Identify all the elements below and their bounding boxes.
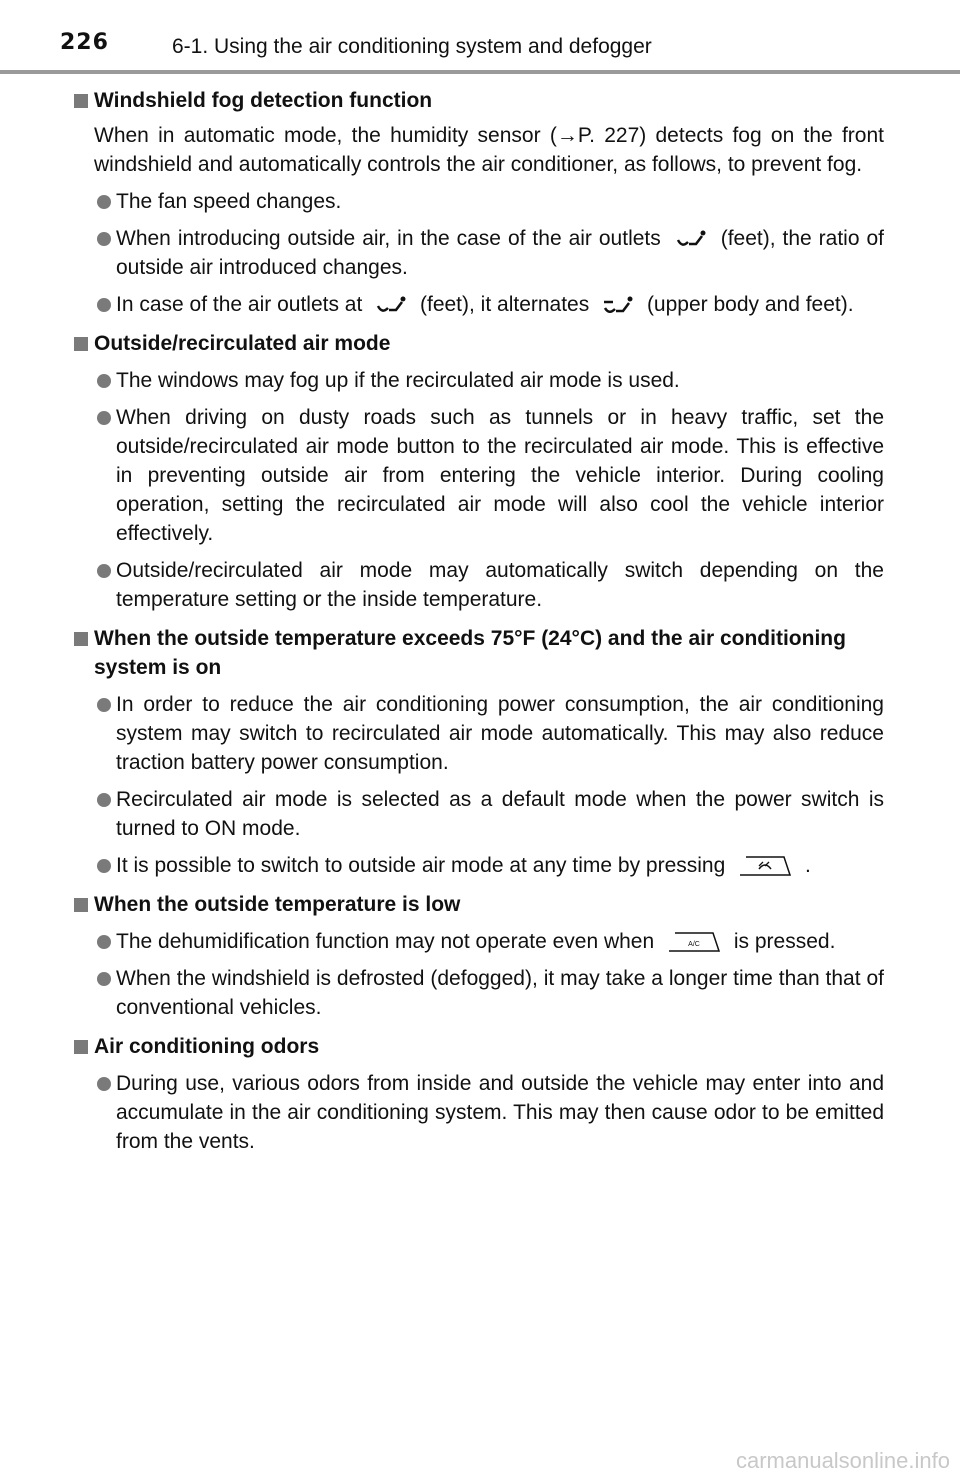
feet-airflow-icon — [676, 230, 706, 247]
square-bullet-icon — [74, 1040, 88, 1054]
round-bullet-icon — [97, 298, 111, 312]
round-bullet-icon — [97, 374, 111, 388]
high-temperature-section: When the outside temperature exceeds 75°… — [0, 624, 960, 880]
round-bullet-icon — [97, 935, 111, 949]
section-title: 6-1. Using the air conditioning system a… — [172, 35, 652, 58]
list-item: In case of the air outlets at (feet), it… — [0, 290, 960, 319]
ac-button-label: A/C — [688, 941, 700, 948]
list-item: The dehumidification function may not op… — [0, 927, 960, 956]
windshield-fog-section: Windshield fog detection function When i… — [0, 86, 960, 319]
header-rule — [0, 70, 960, 74]
round-bullet-icon — [97, 793, 111, 807]
section-heading: Air conditioning odors — [0, 1032, 960, 1061]
ac-button-icon: A/C — [669, 932, 721, 953]
round-bullet-icon — [97, 232, 111, 246]
square-bullet-icon — [74, 898, 88, 912]
low-temperature-section: When the outside temperature is low The … — [0, 890, 960, 1022]
page-number: 226 — [60, 30, 109, 55]
odors-section: Air conditioning odors During use, vario… — [0, 1032, 960, 1156]
round-bullet-icon — [97, 1077, 111, 1091]
page-content: Windshield fog detection function When i… — [0, 86, 960, 1166]
list-item: When driving on dusty roads such as tunn… — [0, 403, 960, 548]
list-item: During use, various odors from inside an… — [0, 1069, 960, 1156]
feet-airflow-icon — [377, 296, 406, 313]
watermark: carmanualsonline.info — [735, 1448, 950, 1473]
section-heading: When the outside temperature exceeds 75°… — [0, 624, 960, 682]
list-item: It is possible to switch to outside air … — [0, 851, 960, 880]
list-item: In order to reduce the air conditioning … — [0, 690, 960, 777]
list-item: Outside/recirculated air mode may automa… — [0, 556, 960, 614]
round-bullet-icon — [97, 564, 111, 578]
square-bullet-icon — [74, 337, 88, 351]
list-item: When introducing outside air, in the cas… — [0, 224, 960, 282]
square-bullet-icon — [74, 632, 88, 646]
paragraph: When in automatic mode, the humidity sen… — [94, 124, 884, 176]
upper-body-feet-airflow-icon — [604, 296, 633, 314]
list-item: Recirculated air mode is selected as a d… — [0, 785, 960, 843]
round-bullet-icon — [97, 195, 111, 209]
round-bullet-icon — [97, 411, 111, 425]
list-item: The windows may fog up if the recirculat… — [0, 366, 960, 395]
page-header: 226 6-1. Using the air conditioning syst… — [0, 0, 960, 76]
square-bullet-icon — [74, 94, 88, 108]
section-heading: When the outside temperature is low — [0, 890, 960, 919]
list-item: When the windshield is defrosted (defogg… — [0, 964, 960, 1022]
recirculated-air-section: Outside/recirculated air mode The window… — [0, 329, 960, 614]
section-heading: Windshield fog detection function — [0, 86, 960, 115]
outside-air-button-icon — [740, 856, 792, 877]
section-heading: Outside/recirculated air mode — [0, 329, 960, 358]
round-bullet-icon — [97, 859, 111, 873]
list-item: The fan speed changes. — [0, 187, 960, 216]
round-bullet-icon — [97, 972, 111, 986]
round-bullet-icon — [97, 698, 111, 712]
